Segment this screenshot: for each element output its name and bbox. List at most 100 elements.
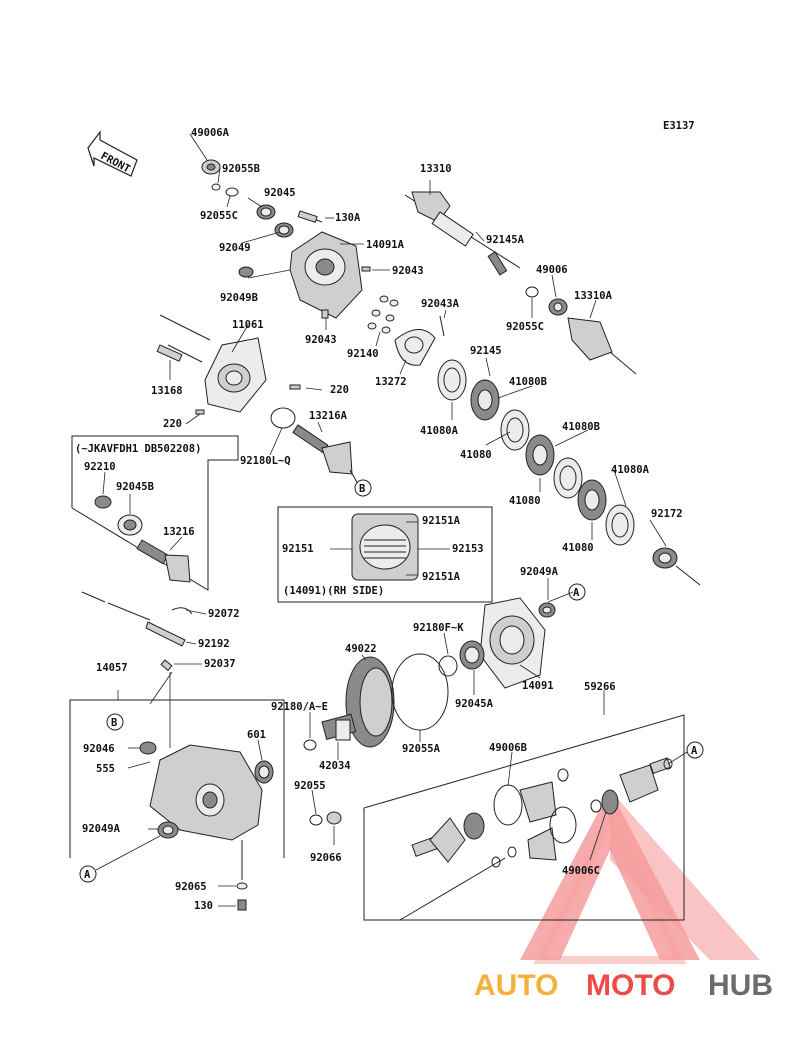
rh-side-box [277,506,493,603]
part-label: 13216A [309,410,348,422]
part-label: 92151 [282,543,314,555]
part-label: 41080 [562,542,594,554]
part-label: 92043A [421,298,460,310]
part-label: 92180/A~E [271,701,328,713]
front-arrow-icon: FRONT [87,130,138,177]
part-label: 14057 [96,662,128,674]
part-label: 92180L~Q [240,455,291,467]
part-label: 92180F~K [413,622,464,634]
plate-13272 [394,315,445,366]
part-label: 92210 [84,461,116,473]
part-label: 92055C [506,321,544,333]
part-label: 92055 [294,780,326,792]
part-label: 92151A [422,515,461,527]
callout-a-2: A [686,741,704,759]
cover-11061 [156,314,301,415]
part-label: 13310 [420,163,452,175]
part-label: 92151A [422,571,461,583]
part-label: 601 [247,729,266,741]
watermark-moto: MOTO [586,969,675,1002]
part-label: 92066 [310,852,342,864]
watermark-logo [520,790,760,964]
part-label: 92055C [200,210,238,222]
part-label: 220 [163,418,182,430]
part-label: 92192 [198,638,230,650]
part-label: 92045A [455,698,494,710]
bushing-cluster [367,295,399,334]
part-label: 92043 [305,334,337,346]
callout-b-1: B [354,479,372,497]
ring-gear-49022 [303,653,449,751]
part-label: 14091A [366,239,405,251]
callout-b-1-label: B [359,483,365,495]
part-label: 92055A [402,743,441,755]
part-label: 92037 [204,658,236,670]
part-label: 49006C [562,865,600,877]
part-label: 130 [194,900,213,912]
callout-a-3: A [79,865,97,883]
part-label: 41080A [420,425,459,437]
rh-side-note: (14091)(RH SIDE) [283,585,384,597]
part-label: 49022 [345,643,377,655]
part-label: 92045 [264,187,296,199]
part-label: 41080B [509,376,547,388]
part-label: 555 [96,763,115,775]
watermark-auto: AUTO [474,969,558,1002]
leader-lines [95,133,688,907]
part-label: 92145A [486,234,525,246]
part-label: 13216 [163,526,195,538]
inset-box [71,435,239,591]
part-label: 14091 [522,680,554,692]
part-label: 41080 [509,495,541,507]
part-label: 92043 [392,265,424,277]
part-label: 220 [330,384,349,396]
part-labels: 49006A 92055B 92045 130A 14091A 92055C 9… [82,127,683,912]
part-label: 130A [335,212,361,224]
part-label: 13272 [375,376,407,388]
part-label: 92049 [219,242,251,254]
callout-a-1: A [568,583,586,601]
part-label: 92140 [347,348,379,360]
part-label: 92049B [220,292,258,304]
callout-a-2-label: A [691,745,698,757]
part-label: 92153 [452,543,484,555]
watermark-hub: HUB [708,969,773,1002]
part-label: 92065 [175,881,207,893]
part-label: 13310A [574,290,613,302]
shaft-13310 [404,191,521,276]
part-label: 92045B [116,481,154,493]
part-label: 13168 [151,385,183,397]
callout-markers: A A A B B [79,479,704,883]
part-label: 92145 [470,345,502,357]
part-label: 49006 [536,264,568,276]
part-label: 92172 [651,508,683,520]
part-label: 92046 [83,743,115,755]
callout-b-2-label: B [111,717,117,729]
part-label: 41080A [611,464,650,476]
part-label: 41080 [460,449,492,461]
part-label: 49006A [191,127,230,139]
part-label: 92049A [520,566,559,578]
joint-13310A [525,286,637,375]
housing-14091 [438,597,556,689]
callout-a-3-label: A [84,869,91,881]
part-label: 49006B [489,742,527,754]
part-label: 92072 [208,608,240,620]
callout-b-2: B [106,713,124,731]
part-label: 92049A [82,823,121,835]
diagram-code: E3137 [663,120,695,132]
part-label: 59266 [584,681,616,693]
part-label: 41080B [562,421,600,433]
watermark-text: AUTO MOTO HUB [474,969,773,1002]
front-case-group [201,159,371,319]
part-label: 11061 [232,319,264,331]
callout-a-1-label: A [573,587,580,599]
part-label: 42034 [319,760,351,772]
rod-92192 [81,591,193,672]
part-label: 92055B [222,163,260,175]
clutch-pack [437,359,701,586]
inset-note: (~JKAVFDH1 DB502208) [75,443,201,455]
differential-housing-group [69,699,342,911]
pinion-13216A [270,407,359,485]
